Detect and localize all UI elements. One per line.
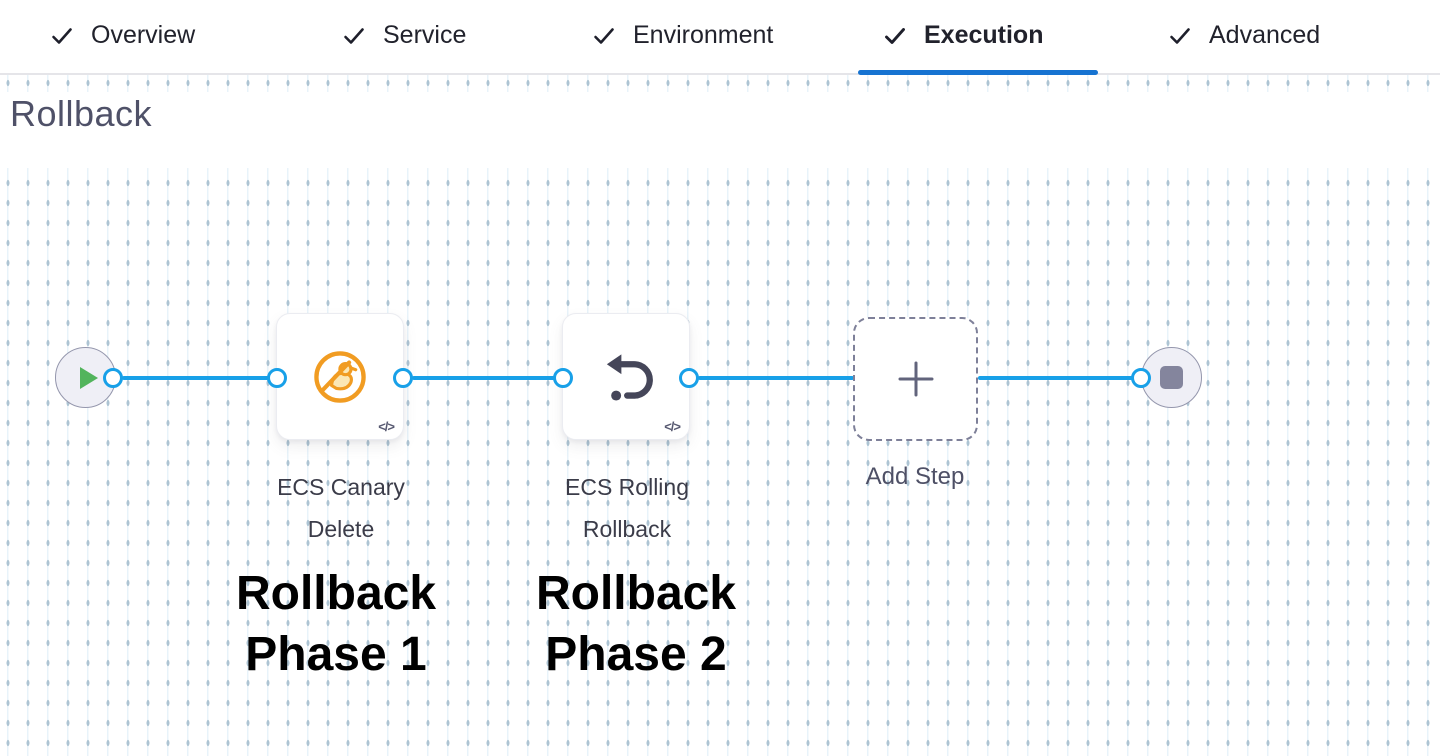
connector-line — [122, 376, 269, 380]
step-name-line: ECS Canary — [277, 474, 405, 500]
check-icon — [344, 27, 364, 44]
start-node[interactable] — [55, 347, 116, 408]
tab-overview[interactable]: Overview — [50, 0, 195, 71]
canvas-heading: Rollback — [10, 93, 153, 134]
end-node[interactable] — [1141, 347, 1202, 408]
tab-label: Overview — [91, 21, 196, 49]
annotation-line: Phase 2 — [545, 628, 727, 681]
tab-service[interactable]: Service — [342, 0, 466, 71]
node-port[interactable] — [393, 368, 413, 388]
active-tab-underline — [858, 70, 1098, 75]
connector-line — [698, 376, 854, 380]
node-port[interactable] — [267, 368, 287, 388]
code-icon: </> — [378, 419, 395, 434]
annotation-line: Rollback — [535, 567, 737, 620]
step-name-line: ECS Rolling — [565, 474, 689, 500]
annotation-rollback-phase-1: Rollback Phase 1 — [176, 563, 496, 685]
pipeline-canvas[interactable]: Rollback </> — [0, 75, 1440, 756]
annotation-rollback-phase-2: Rollback Phase 2 — [476, 563, 796, 685]
stage-tab-bar: Overview Service Environment Execution A… — [0, 0, 1440, 75]
tab-label: Advanced — [1209, 21, 1321, 49]
tab-label: Environment — [633, 21, 774, 49]
tab-advanced[interactable]: Advanced — [1168, 0, 1320, 71]
ecs-rolling-rollback-icon — [606, 353, 653, 401]
step-card-ecs-canary-delete[interactable]: </> — [276, 313, 404, 440]
step-name-ecs-rolling-rollback: ECS Rolling Rollback — [517, 466, 737, 550]
connector-line — [412, 376, 555, 380]
tab-label: Service — [383, 21, 467, 49]
ecs-canary-delete-icon — [314, 350, 366, 403]
annotation-line: Rollback — [235, 567, 437, 620]
add-step-button[interactable] — [853, 317, 978, 441]
step-card-ecs-rolling-rollback[interactable]: </> — [562, 313, 690, 440]
node-port[interactable] — [1131, 368, 1151, 388]
code-icon: </> — [664, 419, 681, 434]
node-port[interactable] — [679, 368, 699, 388]
play-icon — [79, 366, 98, 389]
annotation-line: Phase 1 — [245, 628, 427, 681]
node-port[interactable] — [103, 368, 123, 388]
tab-label: Execution — [924, 21, 1044, 49]
canvas-heading-strip — [0, 92, 1440, 168]
plus-icon — [898, 361, 933, 397]
step-name-ecs-canary-delete: ECS Canary Delete — [231, 466, 451, 550]
check-icon — [885, 27, 905, 44]
check-icon — [52, 27, 72, 44]
stop-icon — [1160, 366, 1183, 389]
tab-execution[interactable]: Execution — [883, 0, 1043, 71]
connector-line — [978, 376, 1133, 380]
tab-environment[interactable]: Environment — [592, 0, 773, 71]
add-step-label: Add Step — [865, 463, 965, 490]
step-name-line: Delete — [307, 516, 375, 542]
step-name-line: Rollback — [582, 516, 672, 542]
check-icon — [594, 27, 614, 44]
node-port[interactable] — [553, 368, 573, 388]
check-icon — [1170, 27, 1190, 44]
